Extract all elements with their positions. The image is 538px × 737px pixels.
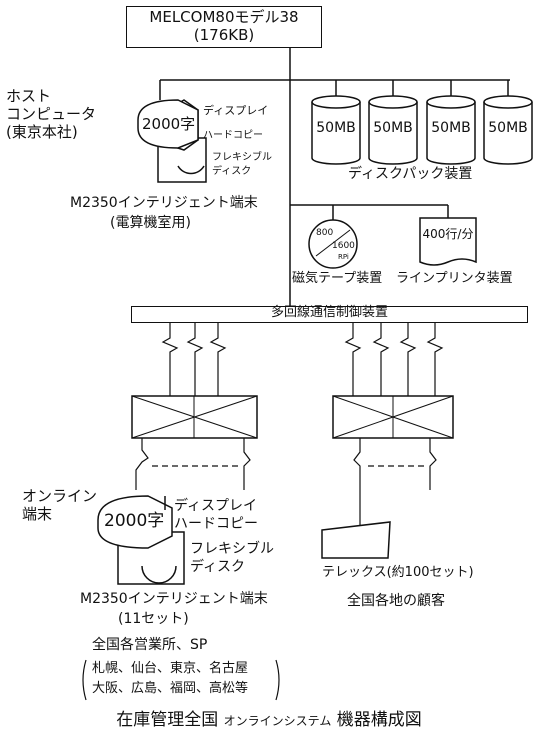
online-terminal-shape — [97, 495, 185, 585]
online-terminal-floppy-label-1: フレキシブル — [190, 541, 274, 557]
caption-tail: 機器構成図 — [336, 710, 422, 730]
comm-controller-label: 多回線通信制御装置 — [270, 305, 388, 320]
host-terminal-name: M2350インテリジェント端末 — [70, 195, 258, 211]
online-terminal-hardcopy-label: ハードコピー — [174, 516, 258, 532]
host-terminal-shape — [137, 99, 207, 183]
online-terminal-display-text: 2000字 — [104, 511, 165, 531]
magnetic-tape-label: 磁気テープ装置 — [292, 271, 383, 286]
online-terminal-cities-1: 札幌、仙台、東京、名古屋 — [92, 661, 249, 676]
comm-controller-box — [131, 306, 528, 323]
disk-pack-label: ディスクパック装置 — [348, 166, 473, 182]
tape-density-unit: RPi — [338, 253, 349, 261]
telex-customers: 全国各地の顧客 — [347, 593, 445, 609]
online-group-label-2: 端末 — [22, 505, 53, 523]
host-terminal-display-text: 2000字 — [142, 115, 196, 133]
host-terminal-floppy-label-2: ディスク — [212, 166, 252, 177]
disk-drive-2-capacity: 50MB — [373, 120, 413, 136]
disk-drive-4-capacity: 50MB — [488, 120, 528, 136]
disk-drive-4 — [483, 102, 533, 165]
diagram-caption: 在庫管理全国 オンラインシステム 機器構成図 — [0, 710, 538, 731]
host-terminal-floppy-label-1: フレキシブル — [212, 152, 272, 163]
online-terminal-sites: 全国各営業所、SP — [92, 637, 208, 653]
disk-drive-2 — [368, 102, 418, 165]
host-title: MELCOM80モデル38 — [149, 8, 299, 26]
disk-pack-cylinders — [311, 95, 533, 165]
host-terminal-hardcopy-label: ハードコピー — [203, 130, 263, 141]
host-label-3: (東京本社) — [6, 123, 78, 141]
line-printer-shape — [419, 217, 477, 266]
disk-drive-3 — [426, 102, 476, 165]
host-terminal-display-label: ディスプレイ — [203, 104, 269, 117]
line-printer-speed: 400行/分 — [422, 227, 474, 241]
line-printer-label: ラインプリンタ装置 — [396, 271, 513, 286]
online-terminal-count: (11セット) — [118, 611, 189, 627]
telex-label: テレックス(約100セット) — [322, 565, 474, 580]
online-terminal-display-label: ディスプレイ — [174, 498, 258, 514]
host-label-1: ホスト — [6, 87, 52, 105]
disk-drive-1 — [311, 102, 361, 165]
disk-drive-3-capacity: 50MB — [431, 120, 471, 136]
caption-small: オンラインシステム — [223, 714, 332, 728]
magnetic-tape-reel — [308, 219, 358, 269]
host-memory: (176KB) — [193, 26, 255, 44]
telex-shape — [321, 521, 391, 559]
host-terminal-location: (電算機室用) — [110, 215, 191, 231]
online-terminal-floppy-label-2: ディスク — [190, 559, 246, 575]
host-label-2: コンピュータ — [6, 105, 97, 123]
online-terminal-cities-2: 大阪、広島、福岡、高松等 — [92, 681, 249, 696]
online-terminal-name: M2350インテリジェント端末 — [80, 591, 268, 607]
tape-density-top: 800 — [316, 228, 334, 238]
disk-drive-1-capacity: 50MB — [316, 120, 356, 136]
tape-density-bottom: 1600 — [332, 241, 355, 251]
online-group-label-1: オンライン — [22, 487, 98, 505]
host-computer-box — [126, 6, 322, 48]
caption-main: 在庫管理全国 — [116, 710, 219, 730]
